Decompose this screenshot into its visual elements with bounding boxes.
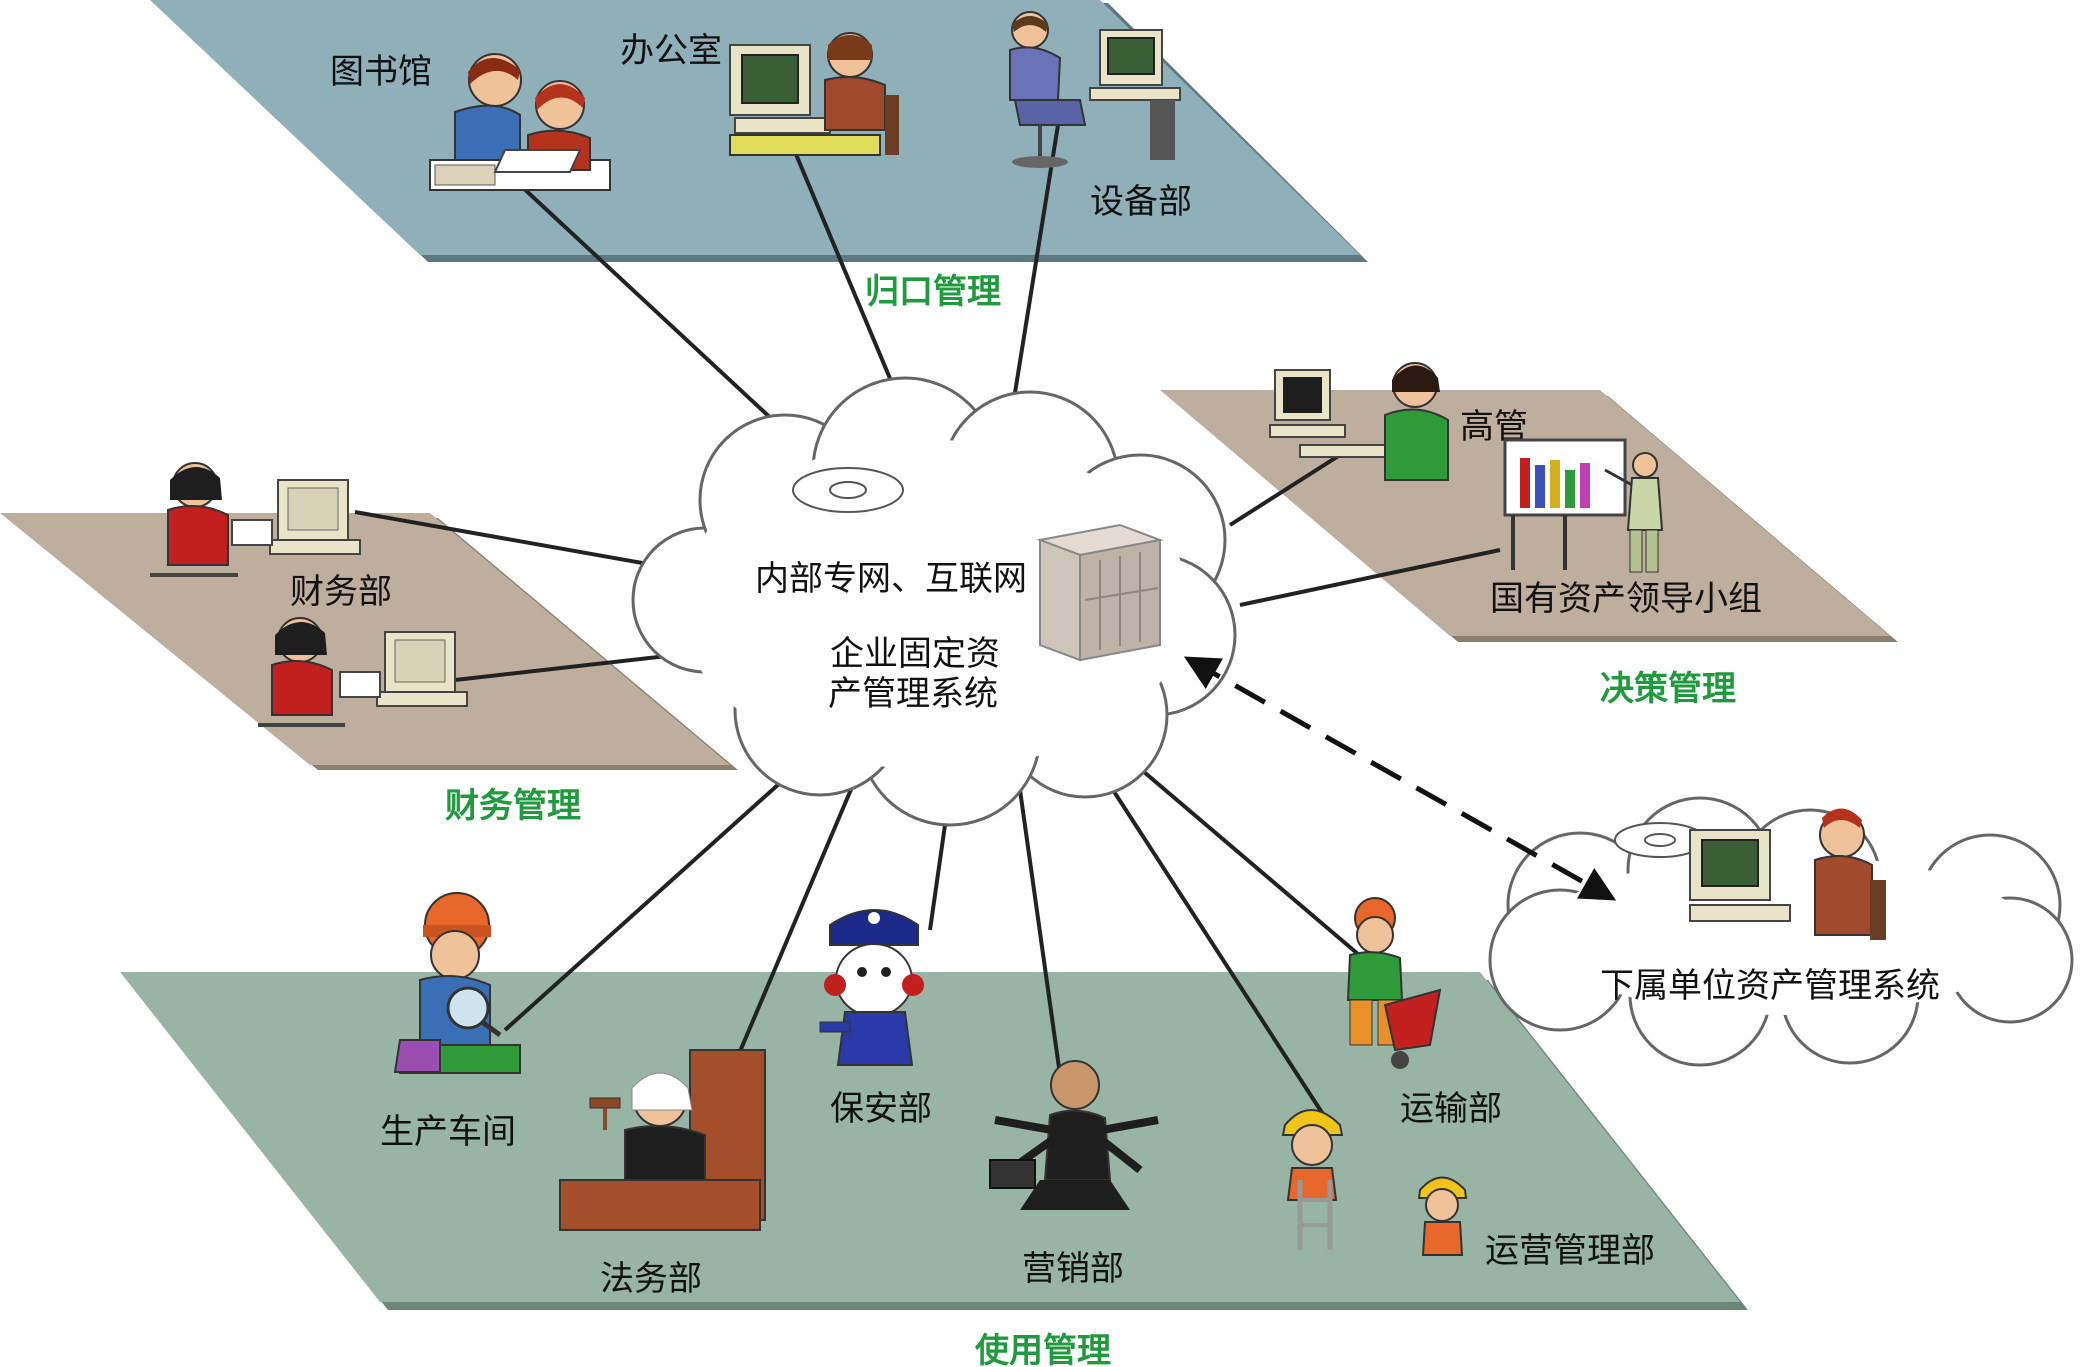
network-label: 内部专网、互联网 — [755, 560, 1027, 598]
link-leadership — [1239, 548, 1501, 607]
zone-usage-label: 使用管理 — [974, 1332, 1111, 1367]
judge-gavel-icon — [559, 1049, 766, 1231]
librarians-reading-icon — [429, 53, 611, 191]
sync-arrow — [1183, 656, 1617, 901]
system-label-line2: 产管理系统 — [828, 675, 998, 713]
subsidiary-computer-icon — [1689, 808, 1886, 940]
node-library-label: 图书馆 — [330, 53, 432, 91]
office-worker-computer-icon — [729, 32, 899, 156]
node-leadership-label: 国有资产领导小组 — [1490, 580, 1762, 618]
node-finance-label: 财务部 — [290, 573, 392, 611]
accountant-computer-icon — [150, 462, 361, 577]
disc-icon — [1614, 822, 1706, 858]
multitasking-salesman-icon — [989, 1060, 1159, 1210]
central-cloud: 内部专网、互联网 企业固定资 产管理系统 — [631, 376, 1237, 827]
node-operations-label: 运营管理部 — [1485, 1232, 1655, 1270]
inspector-magnifier-icon — [393, 892, 521, 1074]
link-marketing — [1018, 789, 1062, 1076]
helmet-workers-icon — [1281, 1109, 1468, 1256]
link-operations — [1098, 768, 1332, 1127]
link-executive — [1228, 453, 1342, 527]
zone-usage-plane — [120, 972, 1748, 1310]
zone-fill — [0, 513, 730, 765]
link-library — [518, 183, 807, 452]
zone-guikou-label: 归口管理 — [865, 273, 1001, 311]
link-legal — [728, 779, 857, 1076]
link-production — [503, 763, 802, 1032]
node-transport-label: 运输部 — [1400, 1090, 1502, 1128]
zone-decision-label: 决策管理 — [1600, 670, 1736, 708]
system-label-line1: 企业固定资 — [830, 635, 1000, 673]
server-cabinet-icon — [1036, 523, 1164, 662]
subsidiary-label: 下属单位资产管理系统 — [1600, 967, 1940, 1005]
node-legal-label: 法务部 — [600, 1260, 702, 1298]
operator-workstation-icon — [1009, 11, 1181, 168]
cart-worker-icon — [1346, 897, 1442, 1069]
disc-icon — [792, 467, 904, 513]
node-production-label: 生产车间 — [380, 1113, 516, 1151]
node-marketing-label: 营销部 — [1022, 1250, 1124, 1288]
zone-finance-plane — [0, 513, 738, 770]
subsidiary-cloud: 下属单位资产管理系统 — [1488, 796, 2074, 1067]
zone-finance-label: 财务管理 — [445, 787, 581, 825]
node-security-label: 保安部 — [830, 1090, 932, 1128]
presenter-chart-icon — [1503, 438, 1664, 573]
node-office-label: 办公室 — [620, 32, 722, 70]
node-equipment-label: 设备部 — [1090, 183, 1192, 221]
zone-fill — [120, 972, 1740, 1302]
accountant-computer-icon — [258, 617, 468, 727]
executive-computer-icon — [1269, 362, 1449, 481]
security-guard-icon — [819, 909, 924, 1066]
link-transport — [1128, 758, 1367, 962]
